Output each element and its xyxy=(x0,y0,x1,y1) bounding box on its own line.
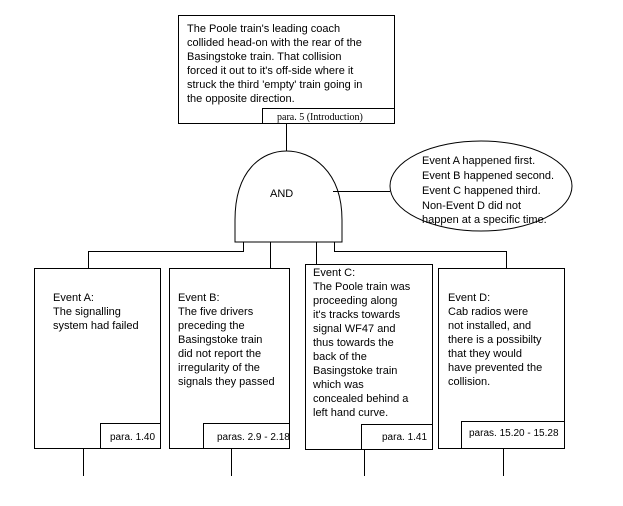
condition-line: Event C happened third. xyxy=(422,185,541,197)
event-c-line: The Poole train was xyxy=(313,281,411,293)
event-c-box: Event C: The Poole train was proceeding … xyxy=(305,264,433,476)
condition-line: Non-Event D did not xyxy=(422,200,521,212)
top-event-line: Basingstoke train. That collision xyxy=(187,51,342,63)
condition-line: Event B happened second. xyxy=(422,170,554,182)
top-event-line: collided head-on with the rear of the xyxy=(187,37,362,49)
top-event-line: the opposite direction. xyxy=(187,93,295,105)
event-b-line: The five drivers xyxy=(178,306,254,318)
top-event-line: The Poole train's leading coach xyxy=(187,23,340,35)
event-d-reference: paras. 15.20 - 15.28 xyxy=(469,428,559,439)
event-a-box: Event A: The signalling system had faile… xyxy=(34,268,161,476)
top-event-box: The Poole train's leading coach collided… xyxy=(178,15,395,124)
event-a-line: system had failed xyxy=(53,320,139,332)
event-b-reference: paras. 2.9 - 2.18 xyxy=(217,432,290,443)
event-d-line: not installed, and xyxy=(448,320,531,332)
event-b-line: irregularity of the xyxy=(178,362,260,374)
event-b-box: Event B: The five drivers preceding the … xyxy=(169,268,290,476)
event-b-line: signals they passed xyxy=(178,376,275,388)
event-c-line: which was xyxy=(312,379,364,391)
and-gate-label: AND xyxy=(270,188,293,200)
event-c-reference: para. 1.41 xyxy=(382,432,427,443)
event-d-box: Event D: Cab radios were not installed, … xyxy=(438,268,565,476)
event-c-line: it's tracks towards xyxy=(313,309,401,321)
event-a-line: Event A: xyxy=(53,292,94,304)
top-event-line: forced it out to it's off-side where it xyxy=(187,65,353,77)
event-d-line: that they would xyxy=(448,348,522,360)
event-d-line: Cab radios were xyxy=(448,306,528,318)
event-connectors xyxy=(88,242,507,268)
event-d-line: there is a possibilty xyxy=(448,334,542,346)
event-c-line: left hand curve. xyxy=(313,407,388,419)
event-a-line: The signalling xyxy=(53,306,121,318)
event-c-line: back of the xyxy=(313,351,367,363)
top-event-line: struck the third 'empty' train going in xyxy=(187,79,362,91)
event-d-line: have prevented the xyxy=(448,362,542,374)
event-d-line: collision. xyxy=(448,376,490,388)
top-event-reference: para. 5 (Introduction) xyxy=(277,112,363,123)
event-b-line: Event B: xyxy=(178,292,220,304)
event-d-line: Event D: xyxy=(448,292,490,304)
and-gate: AND xyxy=(234,150,343,243)
event-c-line: signal WF47 and xyxy=(313,323,396,335)
condition-ellipse: Event A happened first. Event B happened… xyxy=(389,140,573,232)
condition-line: Event A happened first. xyxy=(422,155,535,167)
event-c-line: Basingstoke train xyxy=(313,365,397,377)
event-c-line: thus towards the xyxy=(313,337,394,349)
condition-line: happen at a specific time. xyxy=(422,214,547,226)
event-b-line: Basingstoke train xyxy=(178,334,262,346)
event-c-line: proceeding along xyxy=(313,295,397,307)
event-c-line: Event C: xyxy=(313,267,355,279)
event-b-line: preceding the xyxy=(178,320,245,332)
event-b-line: did not report the xyxy=(178,348,261,360)
event-a-reference: para. 1.40 xyxy=(110,432,155,443)
event-c-line: concealed behind a xyxy=(313,393,409,405)
